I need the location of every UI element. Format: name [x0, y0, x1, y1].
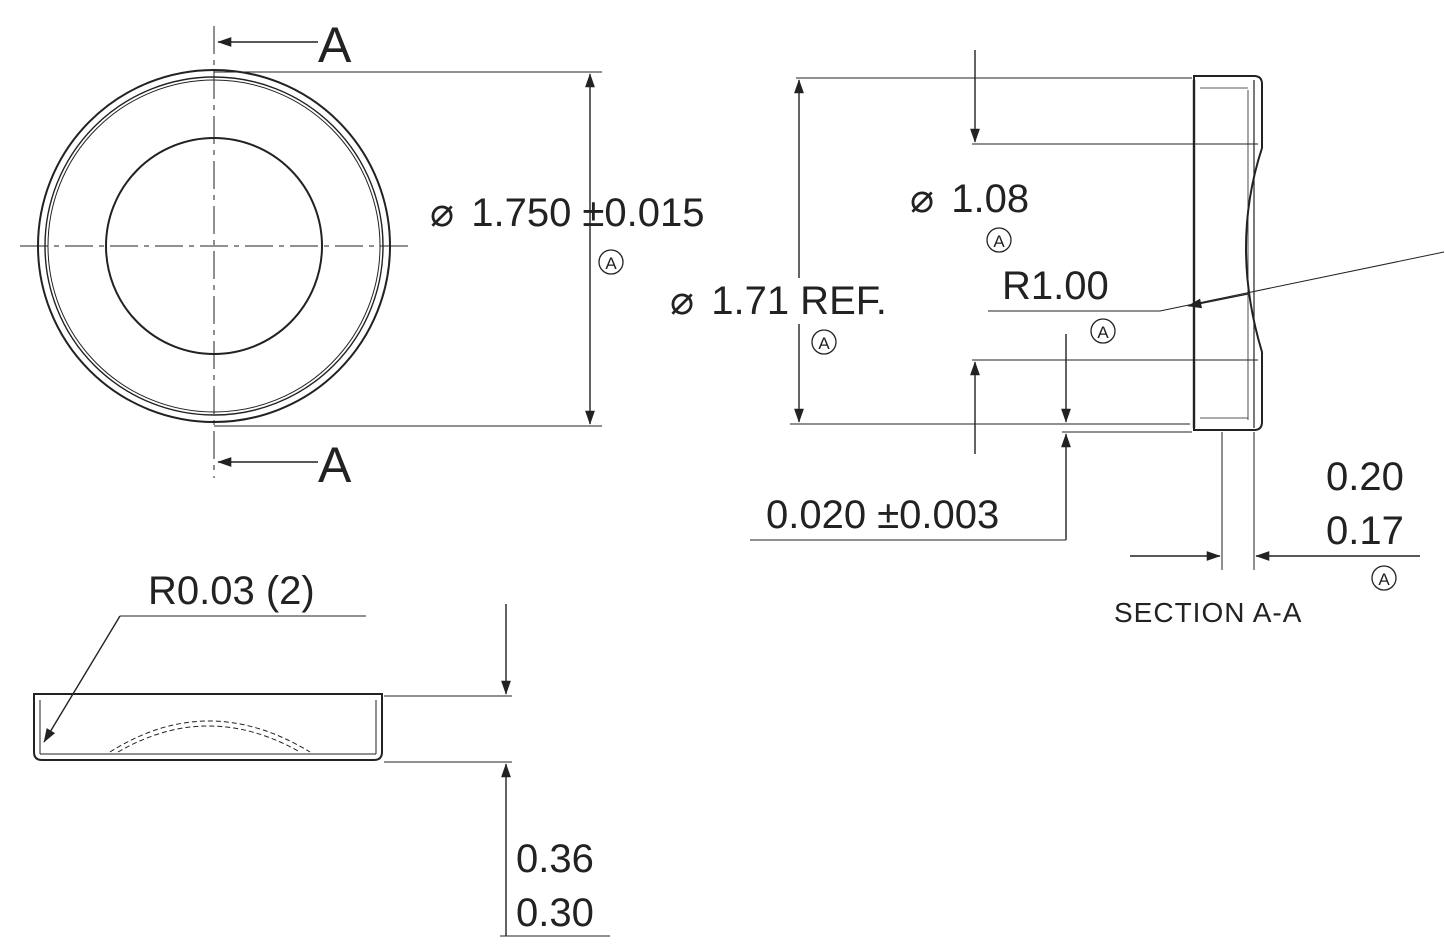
diameter-symbol: ⌀ — [430, 191, 454, 235]
radius-leader-arrow — [1187, 293, 1249, 309]
ref-diameter-marker: A — [811, 329, 837, 355]
height-lower: 0.30 — [516, 891, 594, 935]
lens-dome — [109, 720, 311, 753]
height-upper: 0.36 — [516, 837, 594, 881]
diameter-symbol: ⌀ — [910, 177, 934, 221]
inner-diameter-text: 1.08 — [951, 177, 1029, 221]
thickness-upper: 0.20 — [1326, 455, 1404, 499]
outer-diameter-value: ⌀ 1.750 ±0.015 — [430, 191, 704, 235]
radius-value: R1.00 — [1002, 264, 1109, 308]
svg-text:A: A — [1378, 570, 1390, 589]
section-letter-bottom: A — [318, 437, 352, 493]
side-body — [33, 693, 383, 761]
ref-diameter-text: 1.71 REF. — [711, 279, 887, 323]
section-letter-top: A — [318, 17, 352, 73]
corner-radius-value: R0.03 (2) — [148, 569, 315, 613]
svg-text:A: A — [818, 334, 830, 353]
outer-diameter-text: 1.750 ±0.015 — [471, 191, 704, 235]
ref-diameter-value: ⌀ 1.71 REF. — [670, 279, 887, 323]
svg-text:A: A — [1097, 323, 1109, 342]
diameter-symbol: ⌀ — [670, 279, 694, 323]
edge-offset-value: 0.020 ±0.003 — [766, 493, 999, 537]
section-mark-bottom: A — [217, 437, 352, 493]
corner-radius-leader — [43, 615, 121, 743]
section-view: ⌀ 1.71 REF. A ⌀ 1.08 A R1.00 A — [664, 50, 1445, 628]
section-caption: SECTION A-A — [1114, 597, 1302, 628]
radius-marker: A — [1090, 318, 1116, 344]
front-view: A A ⌀ 1.750 ±0.015 A — [20, 17, 704, 493]
svg-text:A: A — [605, 254, 617, 273]
side-view: R0.03 (2) 0.36 0.30 — [33, 569, 610, 937]
svg-text:A: A — [993, 232, 1005, 251]
thickness-lower: 0.17 — [1326, 509, 1404, 553]
section-body — [1193, 75, 1263, 431]
inner-diameter-marker: A — [986, 227, 1012, 253]
section-mark-top: A — [217, 17, 352, 73]
thickness-marker: A — [1371, 565, 1397, 591]
inner-diameter-value: ⌀ 1.08 — [910, 177, 1029, 221]
outer-diameter-marker: A — [598, 249, 624, 275]
